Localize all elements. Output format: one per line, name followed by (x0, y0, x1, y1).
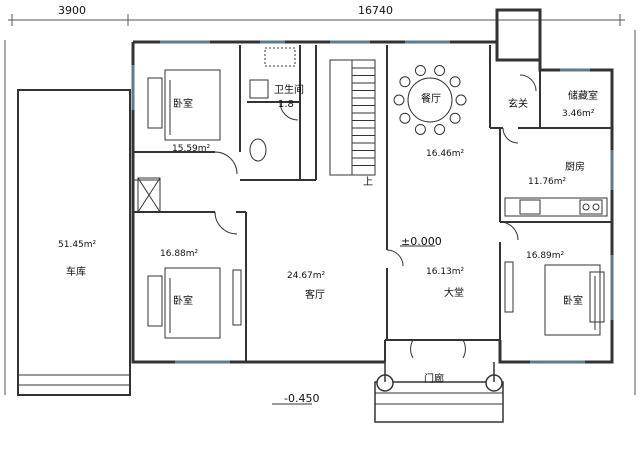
bed-nw (147, 69, 221, 141)
bed-e (544, 264, 605, 336)
dimension-lines (4, 14, 636, 395)
staircase (329, 59, 376, 176)
room-area-bedroom-e: 16.89m² (526, 251, 565, 261)
dining-chair (399, 112, 411, 124)
room-area-living: 24.67m² (287, 271, 326, 281)
level-floor: ±0.000 (401, 235, 442, 248)
room-name-dining: 餐厅 (421, 94, 441, 105)
room-name-hall: 大堂 (444, 288, 464, 299)
room-area-garage: 51.45m² (58, 240, 97, 250)
windows (131, 40, 614, 364)
dimension-main: 16740 (358, 4, 393, 17)
bathroom-fixtures (249, 47, 296, 162)
room-name-garage: 车库 (66, 267, 86, 278)
garage-walls (17, 89, 131, 396)
room-name-entry: 玄关 (508, 99, 528, 110)
room-name-porch: 门廊 (424, 374, 444, 385)
doors (214, 74, 537, 359)
interior-walls (133, 45, 612, 362)
dining-chair (434, 123, 446, 135)
kitchen-counter (504, 197, 608, 217)
room-area-hall: 16.13m² (426, 267, 465, 277)
room-area-kitchen: 11.76m² (528, 177, 567, 187)
dining-chair (434, 65, 446, 77)
bed-w (147, 267, 221, 339)
room-name-living: 客厅 (305, 290, 325, 301)
room-area-bedroom-w: 16.88m² (160, 249, 199, 259)
level-markers (272, 245, 435, 405)
room-name-bathroom: 卫生间 (274, 85, 304, 96)
dining-chair (455, 94, 467, 106)
room-name-kitchen: 厨房 (565, 162, 585, 173)
room-area-storage: 3.46m² (562, 109, 595, 119)
room-name-bedroom-w: 卧室 (173, 296, 193, 307)
room-name-bedroom-e: 卧室 (563, 296, 583, 307)
dining-table (393, 65, 467, 135)
level-outside: -0.450 (284, 392, 320, 405)
dining-chair (449, 112, 461, 124)
dimension-left: 3900 (58, 4, 86, 17)
room-area-bathroom: 1.8 (278, 99, 294, 110)
wardrobes (232, 261, 514, 326)
porch (374, 362, 504, 423)
dining-chair (399, 76, 411, 88)
room-area-bedroom-nw: 15.59m² (172, 144, 211, 154)
room-name-storage: 储藏室 (568, 91, 598, 102)
dining-chair (414, 123, 426, 135)
room-name-bedroom-nw: 卧室 (173, 99, 193, 110)
room-area-dining: 16.46m² (426, 149, 465, 159)
stair-up-label: 上 (363, 177, 373, 188)
dining-chair (449, 76, 461, 88)
dining-chair (414, 65, 426, 77)
dining-chair (393, 94, 405, 106)
